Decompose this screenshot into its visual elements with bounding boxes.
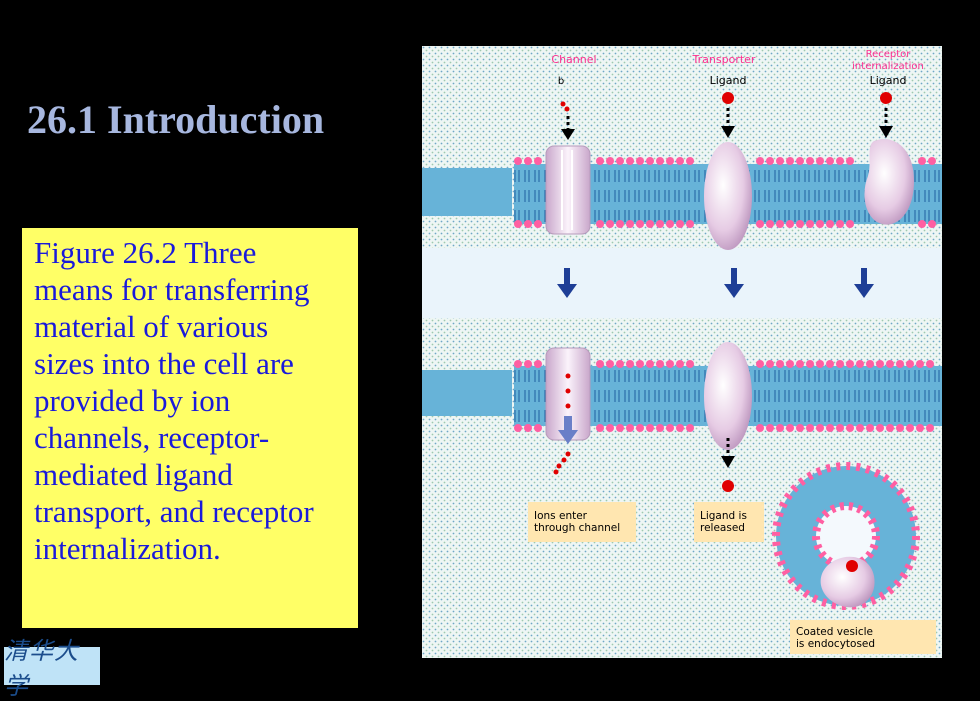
caption-line: sizes into the cell are [34, 346, 294, 381]
vesicle-box-line1: Coated vesicle [796, 626, 873, 638]
caption-line: channels, receptor- [34, 420, 270, 455]
vesicle-box-line2: is endocytosed [796, 638, 875, 650]
receptor-protein [864, 139, 914, 225]
ligand-dot [880, 92, 892, 104]
flow-arrow-head [558, 430, 578, 444]
ion-label: b [558, 76, 564, 87]
ligand-box-line2: released [700, 522, 745, 534]
header-receptor-2: internalization [852, 61, 924, 72]
ligand-dot [722, 92, 734, 104]
membrane-transport-figure: Channel Transporter Receptor internaliza… [422, 46, 942, 658]
header-channel: Channel [551, 53, 596, 66]
transporter-protein-released [704, 342, 752, 450]
vesicle-box [790, 620, 936, 654]
ions-box [528, 502, 636, 542]
step-arrows [557, 268, 874, 298]
ion-dot [565, 388, 571, 394]
university-logo: 清华大学 [4, 637, 100, 700]
flow-arrow-shaft [564, 416, 572, 432]
caption-line: provided by ion [34, 383, 231, 418]
arrow-head [721, 456, 735, 468]
receptor-ligand-label: Ligand [870, 74, 907, 87]
arrow-band [422, 248, 942, 318]
figure-caption: Figure 26.2 Three means for transferring… [22, 228, 358, 628]
caption-line: transport, and receptor [34, 494, 314, 529]
caption-line: Figure 26.2 Three [34, 235, 257, 270]
slide-title: 26.1 Introduction [27, 97, 325, 142]
ion-dot [564, 106, 570, 112]
ion-dot [565, 373, 571, 379]
ions-box-line2: through channel [534, 522, 620, 534]
arrow-head [721, 126, 735, 138]
ligand-dot [722, 480, 734, 492]
transporter-ligand-label: Ligand [710, 74, 747, 87]
ion-dot [561, 457, 567, 463]
transporter-protein [704, 142, 752, 250]
ion-dot [553, 469, 559, 475]
ligand-box-line1: Ligand is [700, 510, 747, 522]
caption-line: material of various [34, 309, 269, 344]
ion-dot [565, 403, 571, 409]
ion-dot [560, 101, 566, 107]
caption-line: internalization. [34, 531, 221, 566]
coated-vesicle [772, 462, 920, 610]
caption-line: means for transferring [34, 272, 310, 307]
arrow-head [561, 129, 575, 140]
caption-line: mediated ligand [34, 457, 233, 492]
ligand-box [694, 502, 764, 542]
ions-box-line1: Ions enter [534, 510, 588, 522]
header-receptor-1: Receptor [866, 49, 912, 60]
channel-protein [545, 145, 591, 235]
header-transporter: Transporter [692, 53, 756, 66]
ion-dot [565, 451, 571, 457]
arrow-head [879, 126, 893, 138]
ion-dot [556, 463, 562, 469]
